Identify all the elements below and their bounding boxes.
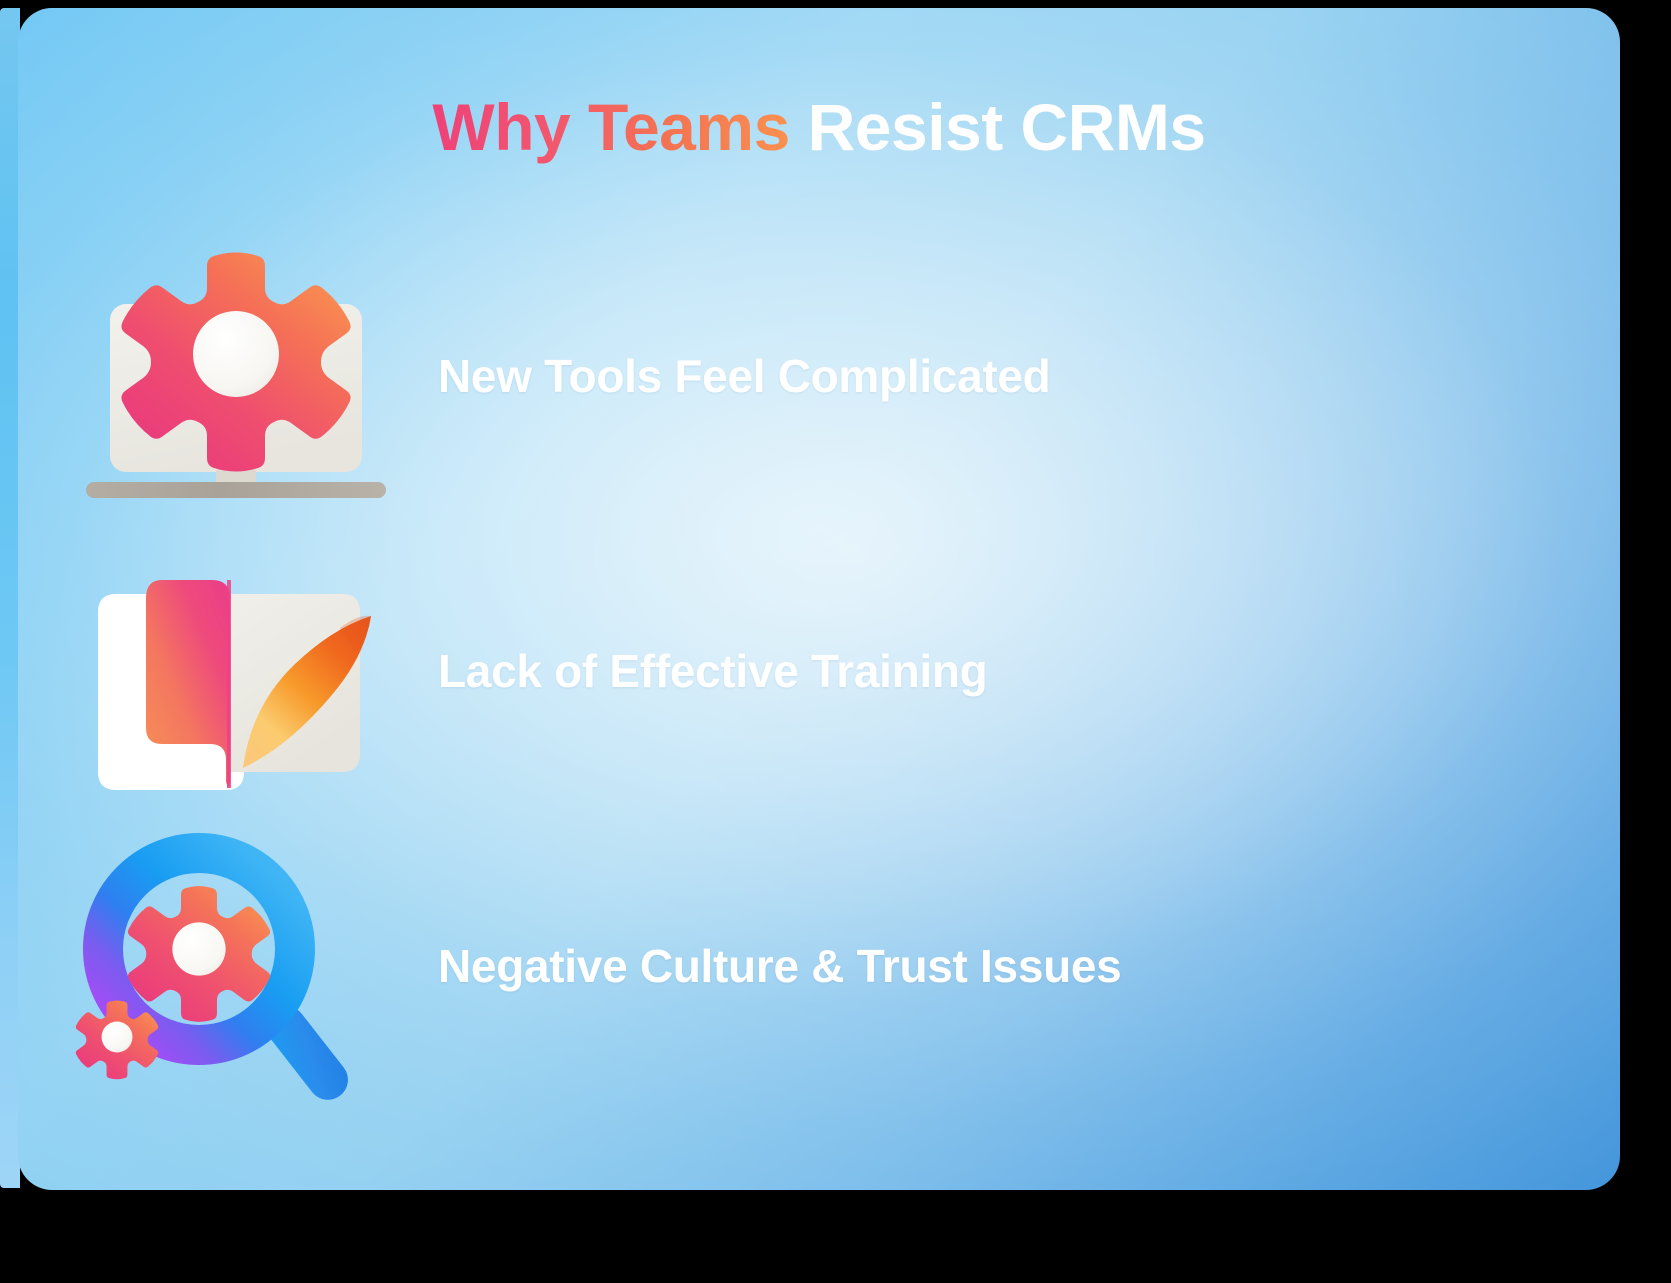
- list-item: New Tools Feel Complicated: [18, 226, 1620, 526]
- poster-card: Why Teams Resist CRMs: [18, 8, 1620, 1190]
- card-edge-sliver: [0, 8, 20, 1188]
- list-item: Negative Culture & Trust Issues: [18, 816, 1620, 1116]
- list-item: Lack of Effective Training: [18, 526, 1620, 816]
- magnifier-gears-icon: [18, 821, 438, 1111]
- page-title: Why Teams Resist CRMs: [18, 90, 1620, 164]
- page-title-plain: Resist CRMs: [807, 90, 1206, 164]
- list-item-label: Negative Culture & Trust Issues: [438, 940, 1122, 992]
- reason-list: New Tools Feel Complicated: [18, 226, 1620, 1116]
- laptop-gear-icon: [18, 231, 438, 521]
- list-item-label: New Tools Feel Complicated: [438, 350, 1051, 402]
- open-book-pen-icon: [18, 526, 438, 816]
- list-item-label: Lack of Effective Training: [438, 645, 988, 697]
- page-title-tinted: Why Teams: [432, 90, 790, 164]
